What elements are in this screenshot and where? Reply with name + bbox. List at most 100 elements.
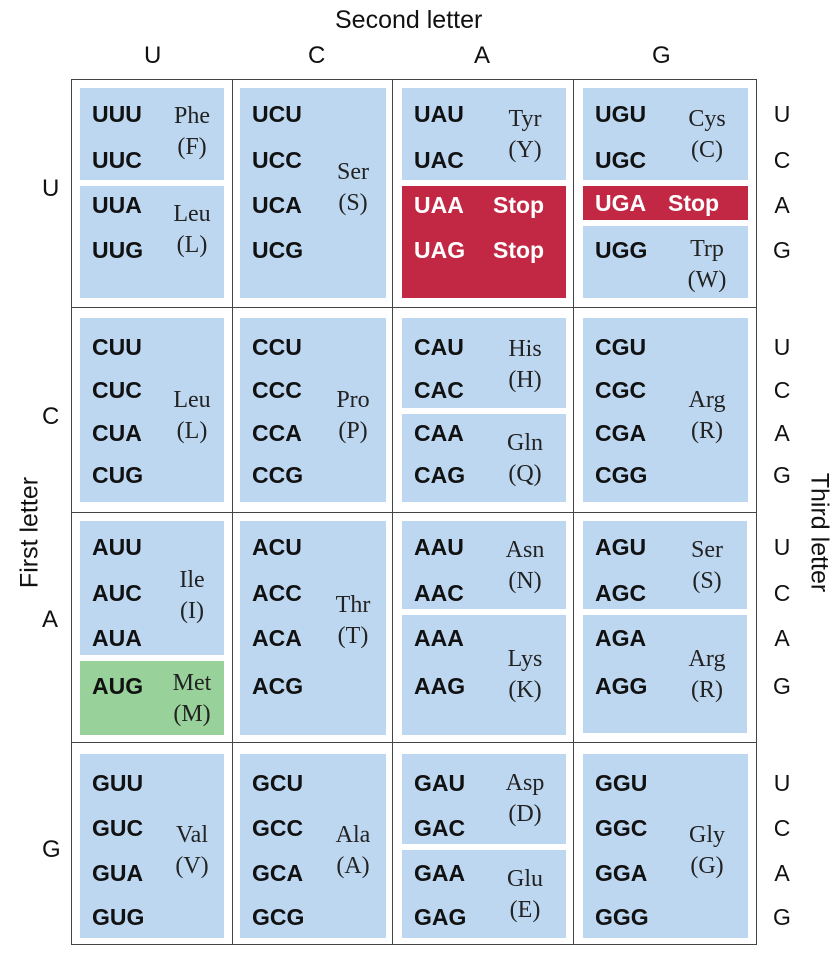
amino-acid-name: Ala <box>335 822 371 848</box>
stop-label: Stop <box>493 237 545 263</box>
codon-uca: UCA <box>252 192 302 218</box>
stop-codon-box <box>402 186 566 298</box>
amino-acid-name: Glu <box>507 866 543 892</box>
amino-acid-name: Thr <box>335 592 371 618</box>
grid-divider <box>71 742 757 743</box>
third-letter-a: A <box>774 860 790 886</box>
amino-acid-name: Ile <box>179 567 205 593</box>
amino-acid-name: Val <box>176 822 208 848</box>
amino-acid-name: Pro <box>336 387 370 413</box>
third-letter-c: C <box>773 377 791 403</box>
amino-acid-name: Met <box>172 670 212 696</box>
amino-acid-code: (N) <box>508 568 542 595</box>
third-letter-g: G <box>773 462 791 488</box>
third-letter-g: G <box>773 673 791 699</box>
amino-acid-label-trp: Trp (W) <box>678 234 736 296</box>
codon-auc: AUC <box>92 580 142 606</box>
amino-acid-code: (H) <box>508 367 542 394</box>
amino-acid-label-arg: Arg (R) <box>678 385 736 447</box>
codon-ggg: GGG <box>595 904 649 930</box>
amino-acid-label-ile: Ile (I) <box>163 565 221 627</box>
amino-acid-label-phe: Phe (F) <box>163 101 221 163</box>
amino-acid-code: (V) <box>175 853 209 880</box>
codon-uau: UAU <box>414 101 464 127</box>
second-letter-title: Second letter <box>335 6 483 34</box>
stop-codon-box <box>583 186 748 220</box>
amino-acid-box-cys <box>583 88 748 180</box>
codon-cug: CUG <box>92 462 144 488</box>
codon-agc: AGC <box>595 580 647 606</box>
codon-cgg: CGG <box>595 462 648 488</box>
third-letter-a: A <box>774 192 790 218</box>
codon-gau: GAU <box>414 770 466 796</box>
row-header-a: A <box>42 606 59 633</box>
column-header-u: U <box>144 42 162 69</box>
amino-acid-label-leu: Leu (L) <box>163 199 221 261</box>
third-letter-c: C <box>773 815 791 841</box>
third-letter-u: U <box>773 334 791 360</box>
third-letter-g: G <box>773 237 791 263</box>
codon-gcg: GCG <box>252 904 305 930</box>
codon-uuc: UUC <box>92 147 142 173</box>
amino-acid-label-asn: Asn (N) <box>496 535 554 597</box>
amino-acid-name: Leu <box>173 201 211 227</box>
column-header-g: G <box>652 42 671 69</box>
amino-acid-code: (A) <box>336 853 370 880</box>
codon-cca: CCA <box>252 420 302 446</box>
codon-gaa: GAA <box>414 860 466 886</box>
third-letter-c: C <box>773 147 791 173</box>
amino-acid-box-ser <box>240 88 386 298</box>
codon-uag: UAG <box>414 237 466 263</box>
amino-acid-code: (R) <box>691 418 723 445</box>
amino-acid-label-his: His (H) <box>496 334 554 396</box>
third-letter-g: G <box>773 904 791 930</box>
amino-acid-code: (Q) <box>508 461 542 488</box>
codon-aua: AUA <box>92 625 142 651</box>
amino-acid-label-glu: Glu (E) <box>496 864 554 926</box>
codon-gua: GUA <box>92 860 144 886</box>
amino-acid-box-ser <box>583 521 747 609</box>
codon-ugc: UGC <box>595 147 647 173</box>
codon-uga: UGA <box>595 190 647 216</box>
amino-acid-code: (Y) <box>508 137 542 164</box>
amino-acid-code: (I) <box>180 598 204 625</box>
amino-acid-code: (S) <box>692 568 722 595</box>
codon-uuu: UUU <box>92 101 142 127</box>
amino-acid-name: Ser <box>691 537 723 563</box>
amino-acid-code: (S) <box>338 190 368 217</box>
amino-acid-name: Lys <box>507 646 543 672</box>
amino-acid-label-val: Val (V) <box>163 820 221 882</box>
codon-ggc: GGC <box>595 815 648 841</box>
amino-acid-name: Asp <box>505 770 545 796</box>
amino-acid-code: (K) <box>508 677 542 704</box>
codon-aaa: AAA <box>414 625 464 651</box>
amino-acid-name: Ser <box>337 159 369 185</box>
codon-uug: UUG <box>92 237 144 263</box>
amino-acid-name: Gly <box>689 822 725 848</box>
amino-acid-name: Phe <box>174 103 210 129</box>
row-header-g: G <box>42 836 61 863</box>
third-letter-title: Third letter <box>805 472 834 593</box>
codon-cac: CAC <box>414 377 464 403</box>
codon-uaa: UAA <box>414 192 464 218</box>
codon-gac: GAC <box>414 815 466 841</box>
column-header-c: C <box>308 42 326 69</box>
codon-aau: AAU <box>414 534 464 560</box>
codon-gug: GUG <box>92 904 145 930</box>
column-header-a: A <box>474 42 491 69</box>
amino-acid-code: (C) <box>691 137 723 164</box>
amino-acid-box-tyr <box>402 88 566 180</box>
codon-gga: GGA <box>595 860 648 886</box>
amino-acid-code: (L) <box>176 232 208 259</box>
codon-agg: AGG <box>595 673 648 699</box>
amino-acid-name: Cys <box>688 106 726 132</box>
amino-acid-code: (F) <box>177 134 207 161</box>
third-letter-c: C <box>773 580 791 606</box>
codon-guc: GUC <box>92 815 144 841</box>
amino-acid-code: (M) <box>173 701 211 728</box>
amino-acid-code: (R) <box>691 677 723 704</box>
codon-ucc: UCC <box>252 147 302 173</box>
codon-cuu: CUU <box>92 334 142 360</box>
amino-acid-code: (W) <box>687 267 727 294</box>
amino-acid-name: Trp <box>690 236 724 262</box>
